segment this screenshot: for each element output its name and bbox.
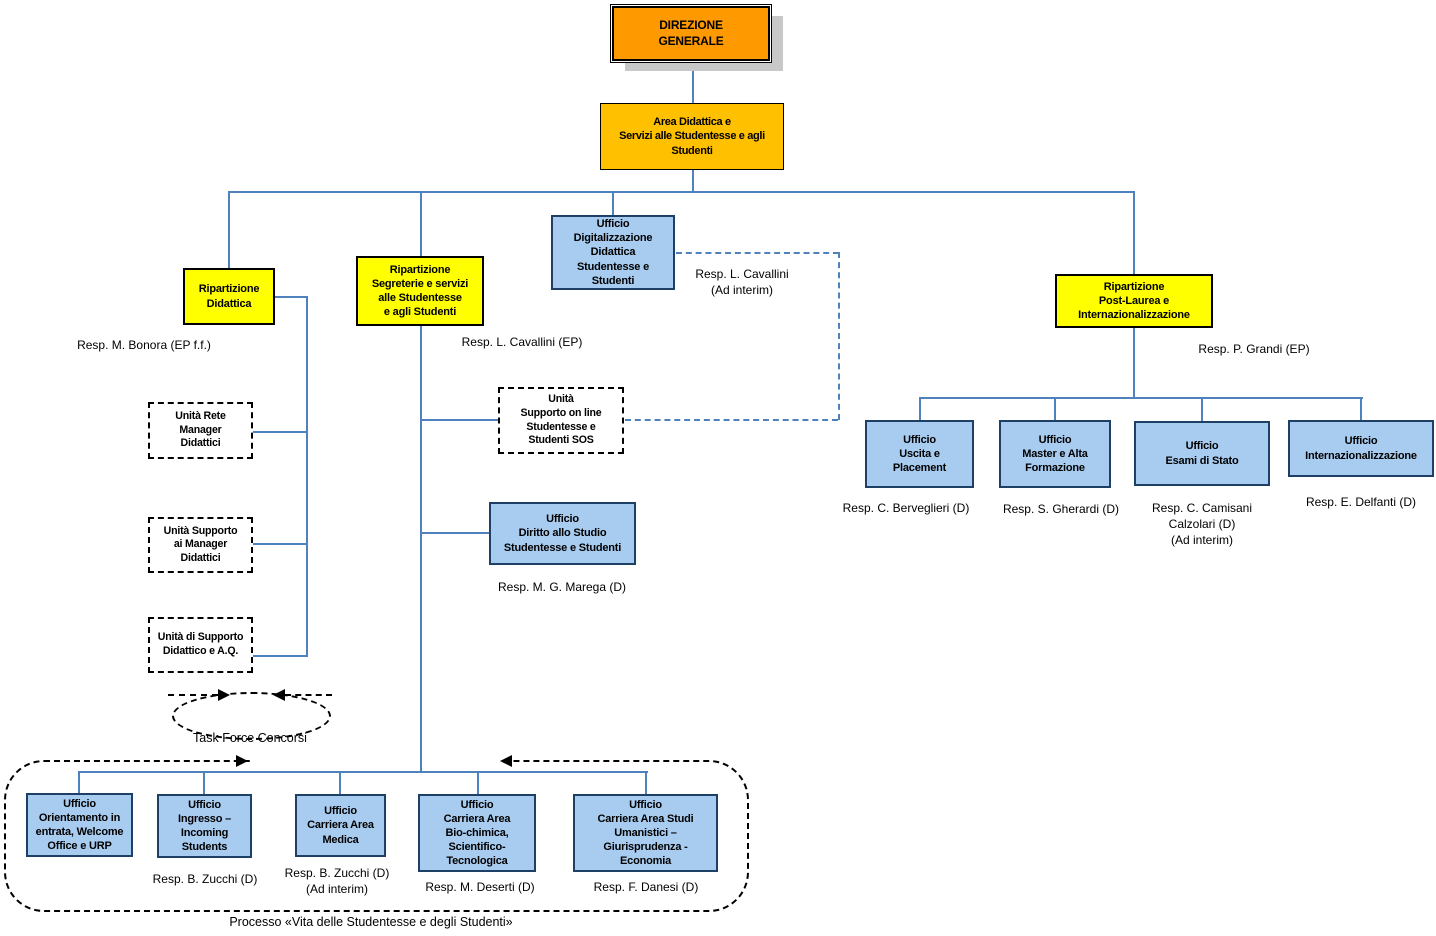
- connector-stub-unita-didattico: [252, 655, 306, 657]
- connector-drop-rip-segreterie: [420, 191, 422, 256]
- dashed-connector-digitalizzazione-sos: [625, 419, 838, 421]
- resp-label-zucchi: Resp. B. Zucchi (D): [152, 872, 258, 886]
- connector-drop-rip-didattica: [228, 191, 230, 268]
- resp-label-gherardi: Resp. S. Gherardi (D): [1002, 502, 1120, 516]
- flow-arrow-left-icon: [500, 755, 512, 767]
- connector-stub-diritto: [421, 532, 489, 534]
- org-box-ufficio-diritto-studio: Ufficio Diritto allo Studio Studentesse …: [489, 502, 636, 565]
- org-box-ufficio-carriera-medica: Ufficio Carriera Area Medica: [295, 794, 386, 857]
- org-box-label: Unità Supporto ai Manager Didattici: [163, 524, 238, 564]
- org-box-label: Ripartizione Segreterie e servizi alle S…: [371, 263, 469, 319]
- connector-drop-master: [1054, 397, 1056, 420]
- org-box-ripartizione-didattica: Ripartizione Didattica: [183, 268, 275, 325]
- org-box-label: Ufficio Orientamento in entrata, Welcome…: [35, 797, 124, 853]
- org-box-unita-sos: Unità Supporto on line Studentesse e Stu…: [498, 387, 624, 454]
- connector-top-bus: [228, 191, 1135, 193]
- org-box-label: Ufficio Ingresso – Incoming Students: [177, 798, 232, 854]
- org-box-label: Area Didattica e Servizi alle Studentess…: [619, 116, 765, 157]
- task-force-arrow-right-icon: [218, 689, 230, 701]
- resp-label-bonora: Resp. M. Bonora (EP f.f.): [77, 338, 211, 352]
- connector-drop-uscita: [919, 397, 921, 420]
- org-box-direzione-generale: DIREZIONE GENERALE: [612, 6, 770, 61]
- resp-label-berveglieri: Resp. C. Berveglieri (D): [842, 501, 970, 515]
- connector-stub-unita-manager: [252, 543, 306, 545]
- org-box-ufficio-ingresso: Ufficio Ingresso – Incoming Students: [157, 794, 252, 858]
- process-caption: Processo «Vita delle Studentesse e degli…: [229, 915, 513, 929]
- org-box-label: Ufficio Diritto allo Studio Studentesse …: [503, 513, 622, 554]
- org-box-label: Ufficio Esami di Stato: [1165, 440, 1239, 467]
- org-box-label: Unità Supporto on line Studentesse e Stu…: [520, 393, 602, 447]
- connector-drop-postlaurea: [1133, 191, 1135, 274]
- connector-direzione-area: [692, 61, 694, 103]
- connector-drop-esami: [1201, 397, 1203, 421]
- org-box-ufficio-orientamento: Ufficio Orientamento in entrata, Welcome…: [26, 793, 133, 857]
- connector-drop-carriera-bio: [477, 771, 479, 794]
- org-box-ufficio-uscita-placement: Ufficio Uscita e Placement: [865, 420, 974, 488]
- connector-didattica-spine: [306, 296, 308, 657]
- task-force-ellipse: [172, 692, 331, 740]
- org-box-ufficio-master: Ufficio Master e Alta Formazione: [999, 420, 1111, 488]
- dashed-connector-digitalizzazione-top: [676, 252, 839, 254]
- org-box-label: Ufficio Digitalizzazione Didattica Stude…: [573, 218, 653, 287]
- org-box-label: Ufficio Carriera Area Studi Umanistici –…: [597, 798, 694, 868]
- resp-label-delfanti: Resp. E. Delfanti (D): [1305, 495, 1417, 509]
- org-box-label: Unità di Supporto Didattico e A.Q.: [157, 631, 244, 657]
- flow-arrow-right-icon: [236, 755, 248, 767]
- org-box-label: Ripartizione Post-Laurea e Internazional…: [1078, 280, 1190, 322]
- org-box-label: Ufficio Master e Alta Formazione: [1022, 433, 1088, 475]
- org-box-area-didattica: Area Didattica e Servizi alle Studentess…: [600, 103, 784, 170]
- task-force-arrow-line-right: [285, 694, 332, 696]
- task-force-arrow-line-left: [168, 694, 218, 696]
- resp-label-deserti: Resp. M. Deserti (D): [425, 880, 535, 894]
- org-box-ufficio-esami-stato: Ufficio Esami di Stato: [1134, 421, 1270, 486]
- connector-segreterie-spine: [420, 326, 422, 772]
- connector-drop-carriera-medica: [339, 771, 341, 794]
- connector-drop-internazionalizzazione: [1360, 397, 1362, 420]
- org-box-label: DIREZIONE GENERALE: [658, 18, 724, 48]
- org-box-label: Ufficio Internazionalizzazione: [1305, 435, 1417, 462]
- process-frame-gap: [252, 753, 500, 769]
- org-box-ufficio-internazionalizzazione: Ufficio Internazionalizzazione: [1288, 420, 1434, 477]
- resp-label-marega: Resp. M. G. Marega (D): [497, 580, 627, 594]
- connector-drop-ingresso: [203, 771, 205, 794]
- resp-label-grandi: Resp. P. Grandi (EP): [1198, 342, 1310, 356]
- org-box-ufficio-digitalizzazione: Ufficio Digitalizzazione Didattica Stude…: [551, 215, 675, 290]
- resp-label-camisani: Resp. C. Camisani Calzolari (D) (Ad inte…: [1151, 501, 1253, 548]
- org-box-label: Ufficio Uscita e Placement: [892, 433, 947, 475]
- connector-stub-unita-rete: [252, 431, 306, 433]
- org-box-unita-rete-manager: Unità Rete Manager Didattici: [148, 402, 253, 459]
- resp-label-cavallini-interim: Resp. L. Cavallini (Ad interim): [695, 267, 789, 298]
- org-box-label: Unità Rete Manager Didattici: [175, 410, 226, 450]
- connector-drop-carriera-umanistici: [645, 771, 647, 794]
- connector-drop-orientamento: [78, 771, 80, 793]
- resp-label-zucchi-interim: Resp. B. Zucchi (D) (Ad interim): [284, 866, 390, 897]
- connector-bottom-bus: [79, 771, 648, 773]
- connector-area-bus: [692, 170, 694, 192]
- connector-drop-digitalizzazione: [612, 191, 614, 215]
- connector-right-bus: [919, 397, 1363, 399]
- org-box-label: Ufficio Carriera Area Medica: [307, 805, 374, 846]
- connector-stub-sos: [421, 419, 498, 421]
- task-force-label: Task Force Concorsi: [193, 731, 307, 745]
- connector-didattica-elbow: [275, 296, 308, 298]
- org-box-unita-supporto-manager: Unità Supporto ai Manager Didattici: [148, 517, 253, 573]
- dashed-connector-digitalizzazione-side: [838, 252, 840, 420]
- connector-postlaurea-spine: [1133, 328, 1135, 397]
- org-box-label: Ufficio Carriera Area Bio-chimica, Scien…: [443, 798, 511, 868]
- org-box-ufficio-carriera-umanistici: Ufficio Carriera Area Studi Umanistici –…: [573, 794, 718, 872]
- org-box-ripartizione-postlaurea: Ripartizione Post-Laurea e Internazional…: [1055, 274, 1213, 328]
- resp-label-danesi: Resp. F. Danesi (D): [593, 880, 699, 894]
- org-box-label: Ripartizione Didattica: [198, 283, 260, 310]
- org-box-ripartizione-segreterie: Ripartizione Segreterie e servizi alle S…: [356, 256, 484, 326]
- org-box-unita-supporto-didattico: Unità di Supporto Didattico e A.Q.: [148, 617, 253, 673]
- task-force-arrow-left-icon: [273, 689, 285, 701]
- org-box-ufficio-carriera-bio: Ufficio Carriera Area Bio-chimica, Scien…: [418, 794, 536, 872]
- resp-label-cavallini-ep: Resp. L. Cavallini (EP): [461, 335, 583, 349]
